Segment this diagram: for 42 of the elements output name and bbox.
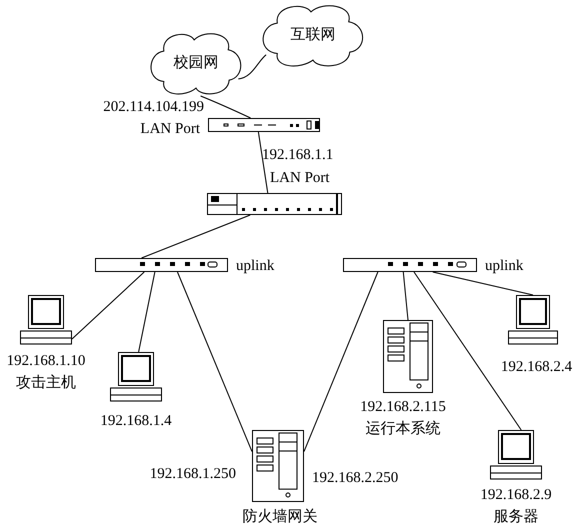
device-label: LAN Port [139,120,200,138]
network-cable [402,272,408,320]
device-label: 192.168.2.250 [312,469,400,487]
device-label: 202.114.104.199 [102,98,204,116]
network-cable [200,96,252,118]
device-label: 防火墙网关 [242,508,318,526]
cloud-label: 互联网 [290,28,336,42]
device-label: 192.168.2.9 [479,486,553,504]
device-label: 192.168.2.4 [500,358,574,376]
computer-drawing [490,430,542,480]
device-label: 运行本系统 [364,420,442,438]
computer-drawing [20,295,72,345]
network-cable [138,272,156,352]
device-label: LAN Port [270,169,331,187]
network-cable [414,272,522,430]
router-drawing [208,118,320,132]
network-cable [141,214,251,258]
switch-drawing [207,193,342,215]
network-cable [432,272,534,296]
server-tower-drawing [383,320,433,393]
device-label: 192.168.1.1 [262,146,334,164]
device-label: 服务器 [492,508,540,526]
network-cable [238,54,267,80]
hub-drawing [343,258,477,272]
network-cloud [262,2,364,68]
network-cable [258,132,268,194]
device-label: 攻击主机 [15,374,77,392]
hub-drawing [95,258,228,272]
network-cable [72,272,145,340]
device-label: 192.168.1.10 [6,352,86,370]
device-label: 192.168.1.4 [99,412,173,430]
network-cable [304,272,378,452]
cloud-label: 校园网 [174,56,218,70]
network-cable [176,272,252,452]
device-label: 192.168.1.250 [148,465,236,483]
device-label: uplink [485,257,524,275]
server-tower-drawing [252,430,304,502]
computer-drawing [110,352,162,402]
computer-drawing [508,295,558,345]
device-label: 192.168.2.115 [359,398,447,416]
device-label: uplink [236,257,276,275]
network-cloud [150,30,242,96]
